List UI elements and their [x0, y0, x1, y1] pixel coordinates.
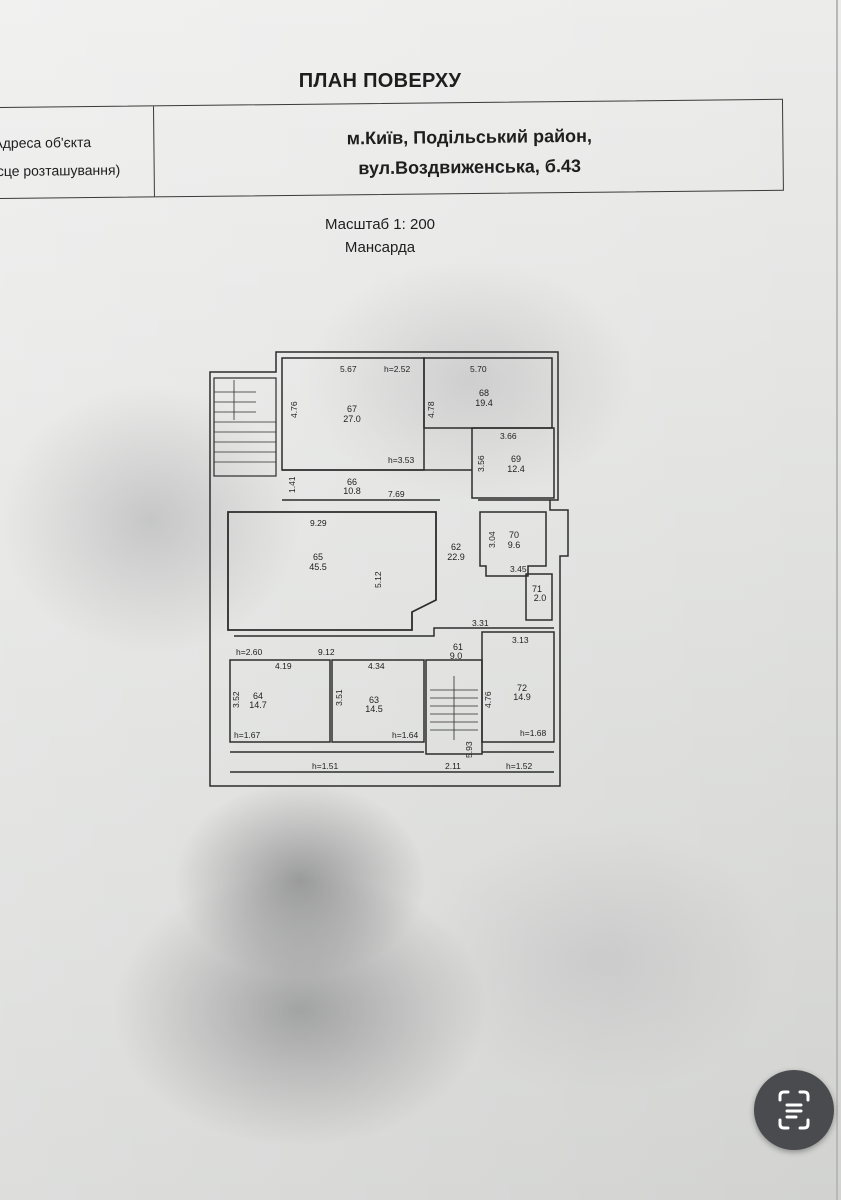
- dim-5-12: 5.12: [373, 571, 383, 588]
- dim-4-78: 4.78: [426, 401, 436, 418]
- dim-h-1-68: h=1.68: [520, 728, 547, 738]
- room-number-61: 61: [453, 642, 463, 652]
- room-72-walls: [481, 631, 555, 743]
- dim-3-66: 3.66: [500, 431, 517, 441]
- dim-4-76-a: 4.76: [289, 401, 299, 418]
- dim-7-69: 7.69: [388, 489, 405, 499]
- text-scan-icon: [778, 1090, 810, 1130]
- room-area-67: 27.0: [343, 414, 361, 424]
- room-number-71: 71: [532, 584, 542, 594]
- room-area-66: 10.8: [343, 486, 361, 496]
- room-65-walls: [227, 511, 437, 631]
- room-number-70: 70: [509, 530, 519, 540]
- room-number-65: 65: [313, 552, 323, 562]
- stair-block-top: [213, 377, 277, 477]
- dim-h-2-60: h=2.60: [236, 647, 263, 657]
- dim-h-1-52: h=1.52: [506, 761, 533, 771]
- room-71-walls: [525, 573, 553, 621]
- dim-h-1-51: h=1.51: [312, 761, 339, 771]
- dim-3-13: 3.13: [512, 635, 529, 645]
- dim-3-56: 3.56: [476, 455, 486, 472]
- room-70-walls: [479, 511, 547, 577]
- dim-3-31: 3.31: [472, 618, 489, 628]
- room-number-63: 63: [369, 695, 379, 705]
- room-63-walls: [331, 659, 425, 743]
- dim-4-76-b: 4.76: [483, 691, 493, 708]
- plan-outer-wall: [209, 351, 569, 787]
- floor-label: Мансарда: [344, 239, 416, 256]
- dim-4-34: 4.34: [368, 661, 385, 671]
- dim-1-41: 1.41: [287, 476, 297, 493]
- dim-3-04: 3.04: [487, 531, 497, 548]
- room-number-68: 68: [479, 388, 489, 398]
- room-number-66: 66: [347, 477, 357, 487]
- room-number-67: 67: [347, 404, 357, 414]
- bottom-strip-walls: [230, 751, 554, 773]
- stair-treads-top: [214, 380, 276, 463]
- room-69-walls: [471, 427, 555, 499]
- dim-h-2-52: h=2.52: [384, 364, 411, 374]
- page-title: ПЛАН ПОВЕРХУ: [298, 70, 462, 92]
- dim-5-93: 5.93: [464, 741, 474, 758]
- scale-label: Масштаб 1: 200: [324, 216, 436, 233]
- dim-h-1-67: h=1.67: [234, 730, 261, 740]
- room-area-62: 22.9: [447, 552, 465, 562]
- dim-h-3-53: h=3.53: [388, 455, 415, 465]
- room-area-70: 9.6: [508, 540, 521, 550]
- room-64-walls: [229, 659, 331, 743]
- room-area-64: 14.7: [249, 700, 267, 710]
- dim-9-12: 9.12: [318, 647, 335, 657]
- dim-9-29: 9.29: [310, 518, 327, 528]
- dim-5-67: 5.67: [340, 364, 357, 374]
- dim-2-11: 2.11: [445, 761, 461, 771]
- room-66-walls: [282, 469, 550, 501]
- dim-3-51: 3.51: [334, 689, 344, 706]
- corridor-wall: [234, 627, 554, 637]
- room-area-71: 2.0: [534, 593, 547, 603]
- room-area-65: 45.5: [309, 562, 327, 572]
- dim-3-52: 3.52: [231, 691, 241, 708]
- room-number-64: 64: [253, 691, 263, 701]
- dim-h-1-64: h=1.64: [392, 730, 419, 740]
- room-area-72: 14.9: [513, 692, 531, 702]
- stair-treads-bottom: [430, 676, 478, 740]
- dim-4-19: 4.19: [275, 661, 292, 671]
- room-number-69: 69: [511, 454, 521, 464]
- dim-5-70: 5.70: [470, 364, 487, 374]
- room-area-61: 9.0: [450, 651, 463, 661]
- room-area-69: 12.4: [507, 464, 525, 474]
- text-scan-button[interactable]: [754, 1070, 834, 1150]
- room-area-63: 14.5: [365, 704, 383, 714]
- room-number-72: 72: [517, 683, 527, 693]
- room-number-62: 62: [451, 542, 461, 552]
- dim-3-45: 3.45: [510, 564, 527, 574]
- room-area-68: 19.4: [475, 398, 493, 408]
